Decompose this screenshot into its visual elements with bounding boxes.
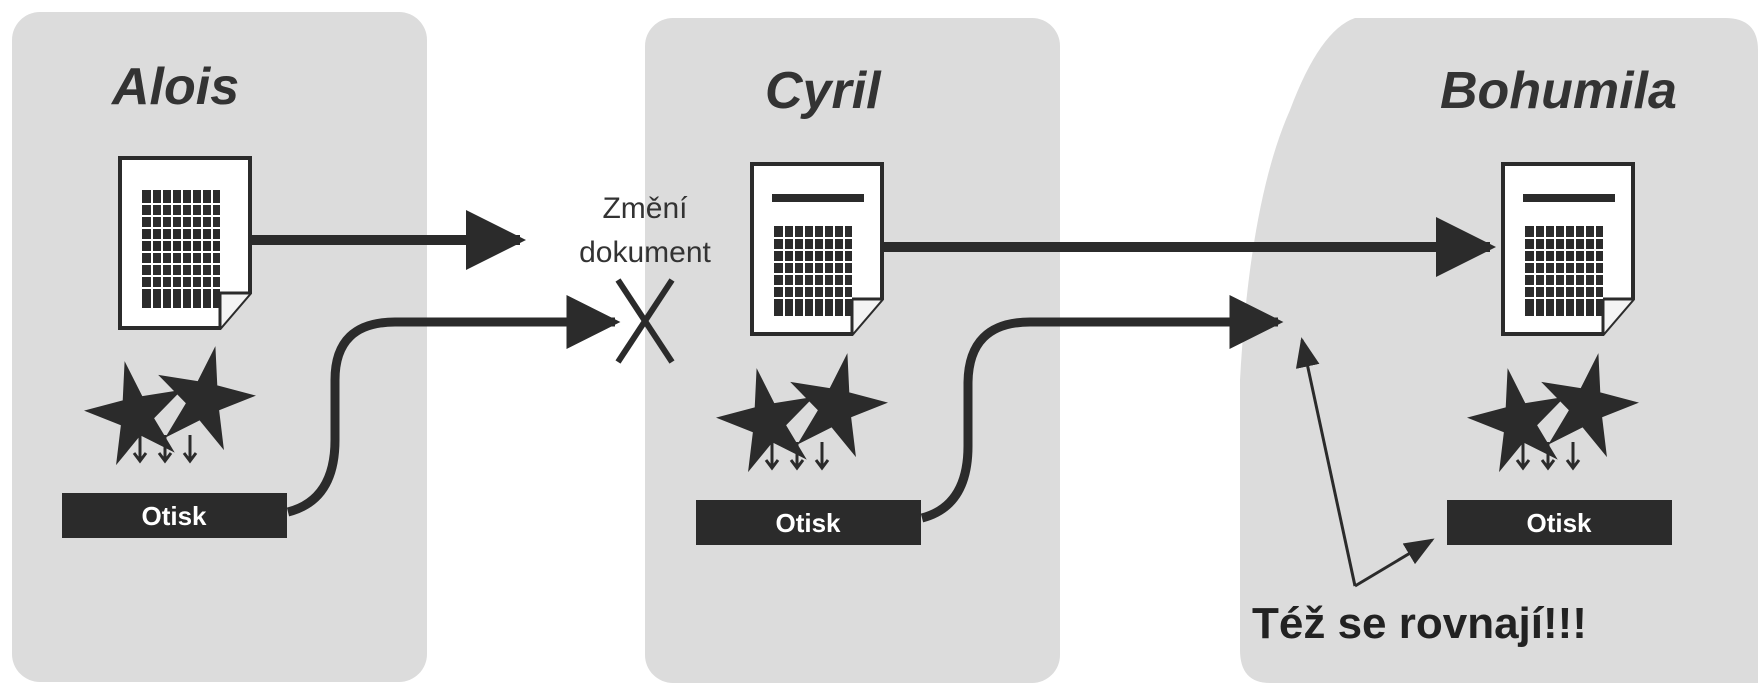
arrow-icon [1295, 337, 1357, 587]
arrow-icon [1354, 538, 1435, 588]
change-note-line1: Změní [602, 192, 688, 225]
change-note-line2: dokument [579, 236, 711, 269]
person-name-cyril: Cyril [765, 62, 882, 120]
document-icon [118, 156, 252, 330]
stamp-label: Otisk [141, 501, 207, 531]
document-icon [1501, 162, 1635, 336]
stamp-label: Otisk [775, 508, 841, 538]
arrow-icon [286, 295, 621, 517]
stamp-bar-cyril: Otisk [696, 500, 921, 545]
document-icon [750, 162, 884, 336]
person-name-bohumila: Bohumila [1440, 62, 1677, 120]
stamp-label: Otisk [1526, 508, 1592, 538]
cross-icon [615, 278, 675, 364]
arrow-icon [920, 295, 1284, 523]
conclusion-text: Též se rovnají!!! [1252, 599, 1587, 648]
stamp-bar-alois: Otisk [62, 493, 287, 538]
stamp-bar-bohumila: Otisk [1447, 500, 1672, 545]
person-name-alois: Alois [110, 58, 239, 116]
